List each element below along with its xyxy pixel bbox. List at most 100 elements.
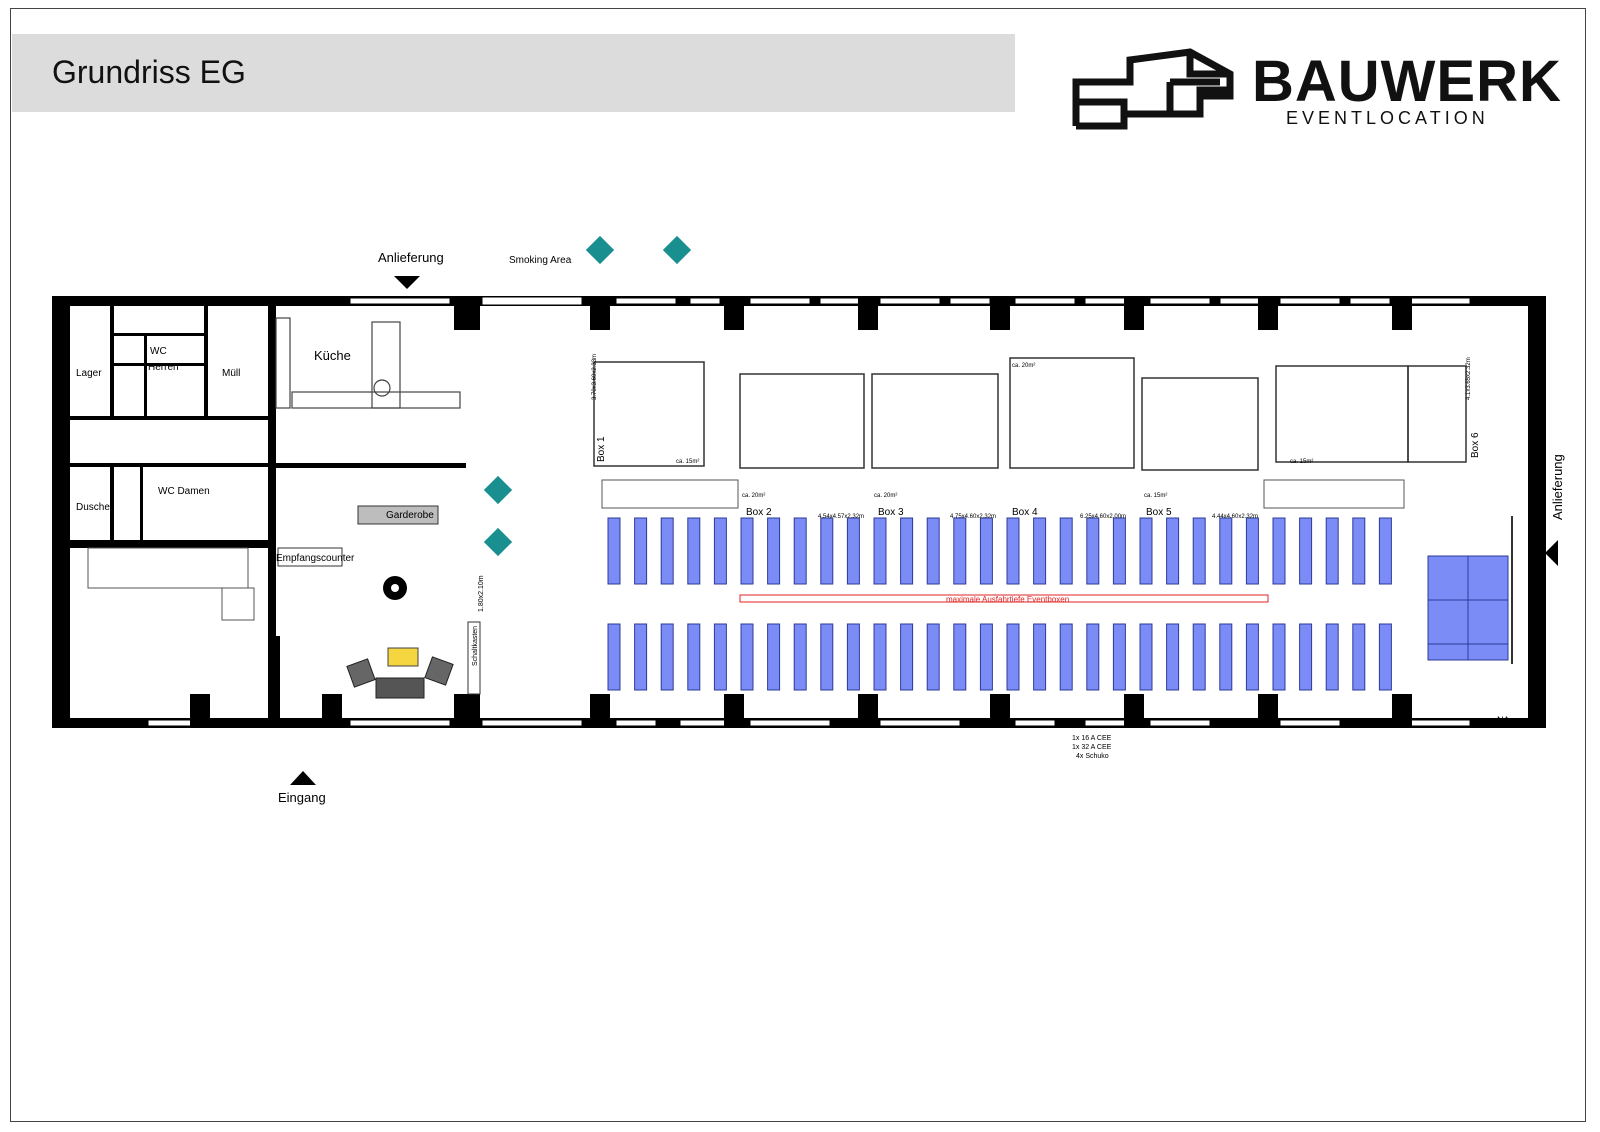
box-dims-2: 4.54x4.57x2.32m <box>818 514 864 520</box>
seat-row-2-col-24 <box>1219 623 1233 691</box>
seat-row-1-col-26 <box>1272 517 1286 585</box>
page-frame <box>10 8 1586 1122</box>
max-depth-line <box>739 594 1269 603</box>
box-area-3: ca. 20m² <box>874 493 897 499</box>
box-dims-4: 6.25x4.60x2.00m <box>1080 514 1126 520</box>
label-power-3: 4x Schuko <box>1076 753 1109 760</box>
seat-row-1-col-4 <box>687 517 701 585</box>
anlieferung-top-arrow-icon <box>394 276 420 289</box>
seat-row-2-col-30 <box>1378 623 1392 691</box>
label-power-1: 1x 16 A CEE <box>1072 735 1112 742</box>
seat-row-2-col-9 <box>820 623 834 691</box>
top-windows <box>349 296 1471 306</box>
seat-row-2-col-14 <box>953 623 967 691</box>
box-name-1: Box 1 <box>596 436 607 462</box>
label-anlieferung-right: Anlieferung <box>1550 454 1565 520</box>
seat-row-2-col-5 <box>713 623 727 691</box>
seat-row-2-col-13 <box>926 623 940 691</box>
box-area-5: ca. 15m² <box>1144 493 1167 499</box>
logo-subtitle: EVENTLOCATION <box>1286 108 1489 128</box>
anlieferung-right-arrow-icon <box>1545 540 1558 566</box>
label-power-2: 1x 32 A CEE <box>1072 744 1112 751</box>
seat-row-2-col-3 <box>660 623 674 691</box>
logo-mark-icon <box>1072 48 1234 130</box>
label-na: NA. <box>1497 715 1512 725</box>
label-smoking-area: Smoking Area <box>509 255 572 266</box>
seat-row-2-col-18 <box>1059 623 1073 691</box>
seat-row-1-col-9 <box>820 517 834 585</box>
kitchen-fixtures <box>275 317 461 409</box>
label-lager: Lager <box>76 368 102 379</box>
seat-row-1-col-25 <box>1245 517 1259 585</box>
seat-row-2-col-21 <box>1139 623 1153 691</box>
seat-row-1-col-8 <box>793 517 807 585</box>
seat-row-2-col-8 <box>793 623 807 691</box>
seat-row-1-col-17 <box>1033 517 1047 585</box>
box-steps <box>601 479 1405 509</box>
seat-row-2-col-15 <box>979 623 993 691</box>
seat-row-2-col-7 <box>767 623 781 691</box>
box-dims-6: 4.1x3.65x2.32m <box>1466 357 1472 400</box>
box-dims-5: 4.44x4.60x2.32m <box>1212 514 1258 520</box>
label-dusche: Dusche <box>76 502 110 513</box>
seat-row-1-col-24 <box>1219 517 1233 585</box>
seat-row-1-col-19 <box>1086 517 1100 585</box>
seat-row-1-col-1 <box>607 517 621 585</box>
box-outlines <box>593 357 1467 471</box>
bauwerk-logo: BAUWERK EVENTLOCATION <box>1070 30 1570 134</box>
seat-row-2-col-17 <box>1033 623 1047 691</box>
seat-row-1-col-27 <box>1299 517 1313 585</box>
label-wc-herren-1: WC <box>150 346 167 357</box>
box-area-6: ca. 15m² <box>1290 459 1313 465</box>
title-bar: Grundriss EG <box>12 34 1015 112</box>
seat-row-1-col-28 <box>1325 517 1339 585</box>
seat-row-1-col-10 <box>846 517 860 585</box>
box-name-4: Box 4 <box>1012 507 1038 518</box>
seat-row-1-col-5 <box>713 517 727 585</box>
seating-block <box>607 517 1392 691</box>
seat-row-1-col-20 <box>1112 517 1126 585</box>
label-wc-damen: WC Damen <box>158 486 210 497</box>
staircase <box>87 547 255 621</box>
garderobe-counter <box>277 505 481 699</box>
box-name-3: Box 3 <box>878 507 904 518</box>
box-name-5: Box 5 <box>1146 507 1172 518</box>
seat-row-2-col-10 <box>846 623 860 691</box>
box-dims-1: 3.70x3.60x2.33m <box>592 354 598 400</box>
label-wc-herren-2: Herren <box>148 362 179 373</box>
label-empfangscounter: Empfangscounter <box>276 553 355 564</box>
seat-row-1-col-16 <box>1006 517 1020 585</box>
box-name-2: Box 2 <box>746 507 772 518</box>
seat-row-2-col-16 <box>1006 623 1020 691</box>
seat-row-2-col-6 <box>740 623 754 691</box>
eingang-arrow-icon <box>290 771 316 785</box>
seat-row-1-col-14 <box>953 517 967 585</box>
seat-row-2-col-29 <box>1352 623 1366 691</box>
seat-row-1-col-2 <box>634 517 648 585</box>
box-dims-3: 4.75x4.60x2.32m <box>950 514 996 520</box>
label-anlieferung-top: Anlieferung <box>378 250 444 265</box>
seat-row-2-col-11 <box>873 623 887 691</box>
seat-row-2-col-26 <box>1272 623 1286 691</box>
box-area-1: ca. 15m² <box>676 459 699 465</box>
seat-row-1-col-23 <box>1192 517 1206 585</box>
label-schaltkasten: Schaltkasten <box>472 626 479 666</box>
stage-platform <box>1427 555 1509 661</box>
seat-row-2-col-23 <box>1192 623 1206 691</box>
seat-row-1-col-21 <box>1139 517 1153 585</box>
box-area-2: ca. 20m² <box>742 493 765 499</box>
seat-row-1-col-18 <box>1059 517 1073 585</box>
seat-row-2-col-28 <box>1325 623 1339 691</box>
seat-row-2-col-2 <box>634 623 648 691</box>
box-name-6: Box 6 <box>1470 432 1481 458</box>
label-eingang: Eingang <box>278 790 326 805</box>
seat-row-2-col-12 <box>900 623 914 691</box>
seat-row-2-col-4 <box>687 623 701 691</box>
seat-row-1-col-11 <box>873 517 887 585</box>
seat-row-2-col-25 <box>1245 623 1259 691</box>
bottom-windows <box>147 719 1471 727</box>
seat-row-2-col-20 <box>1112 623 1126 691</box>
seat-row-2-col-19 <box>1086 623 1100 691</box>
